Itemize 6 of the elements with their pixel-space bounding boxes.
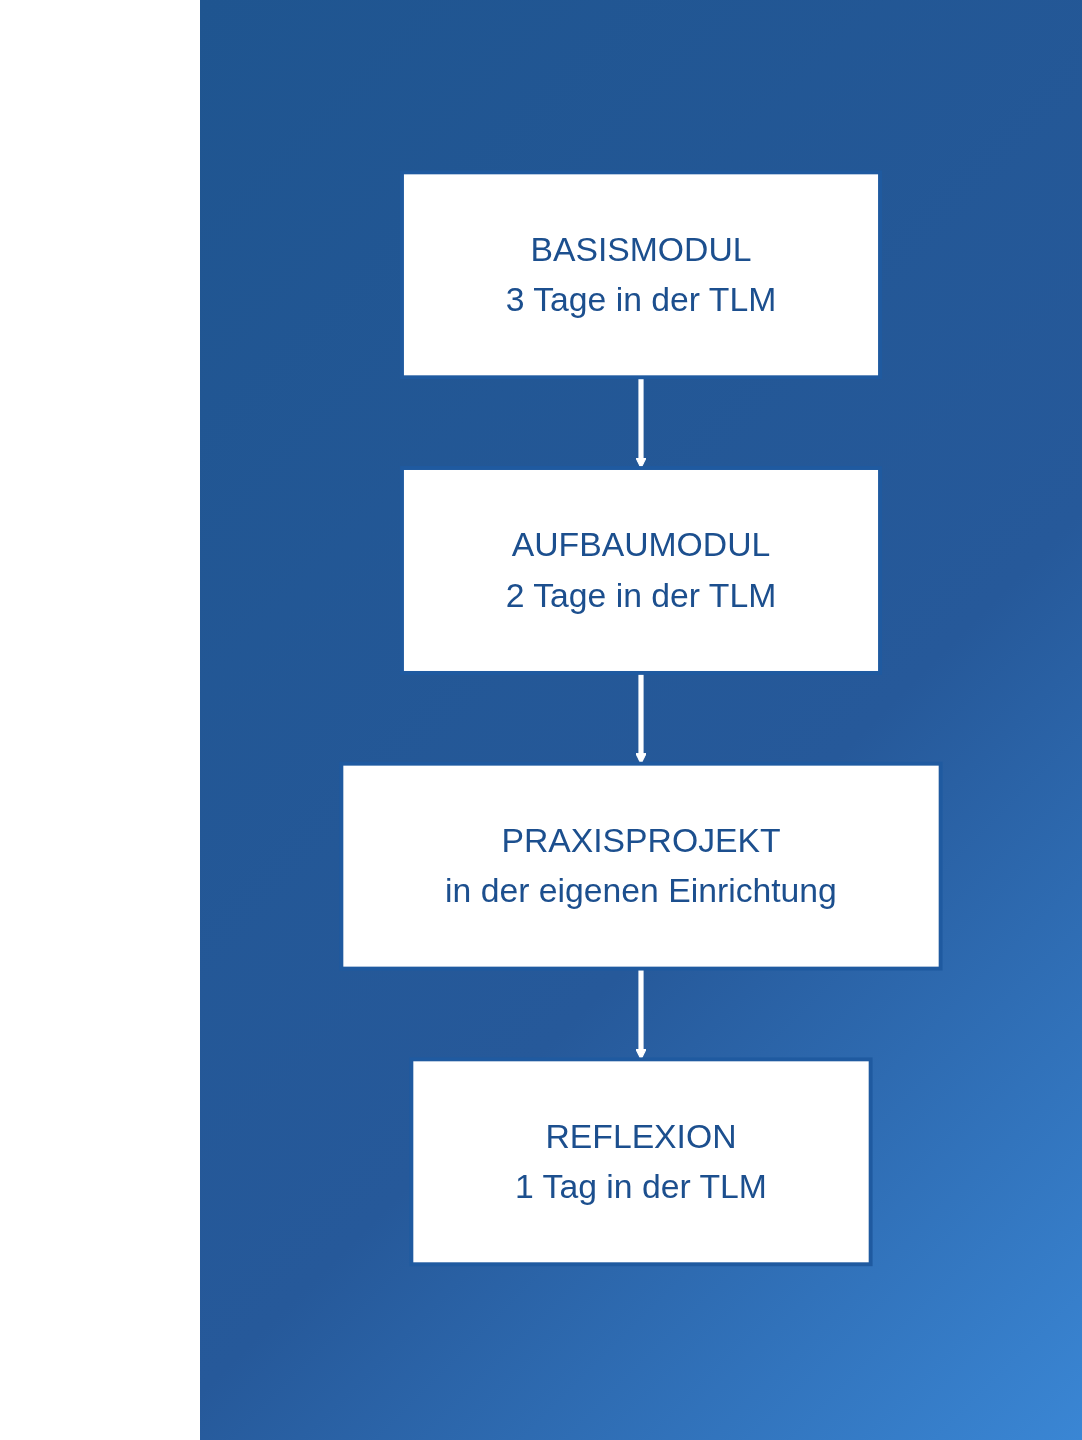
- node-box: AUFBAUMODUL 2 Tage in der TLM: [400, 465, 882, 675]
- node-box: BASISMODUL 3 Tage in der TLM: [400, 170, 882, 379]
- arrow: [635, 672, 647, 764]
- arrow: [635, 968, 647, 1060]
- node-box: REFLEXION 1 Tag in der TLM: [409, 1057, 873, 1266]
- node-box: PRAXISPROJEKT in der eigenen Einrichtung: [339, 761, 943, 971]
